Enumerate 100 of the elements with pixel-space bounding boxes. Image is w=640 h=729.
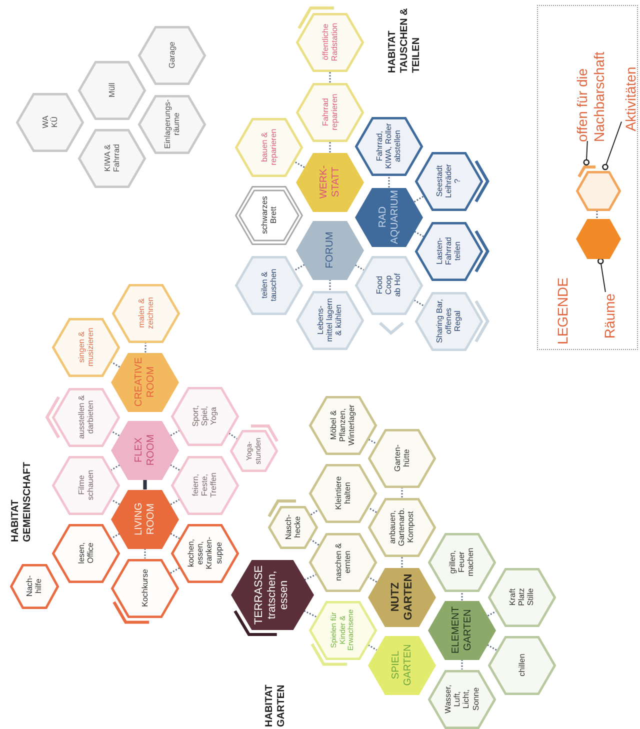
activity-hexagon bbox=[488, 568, 556, 626]
hexagon-label: lesen, Office bbox=[76, 541, 96, 566]
hexagon-label: Seestadt Leihräder ? bbox=[435, 163, 463, 200]
room-hexagon bbox=[576, 219, 620, 259]
hexagon-label: Lasten- Fahrrad teilen bbox=[435, 236, 463, 267]
hexagon-label: Garage bbox=[167, 42, 177, 68]
activity-hexagon bbox=[428, 532, 496, 592]
hexagon-label: CREATIVE ROOM bbox=[134, 356, 156, 409]
dotted-connector bbox=[310, 509, 319, 516]
activity-hexagon bbox=[309, 600, 377, 660]
dotted-connector bbox=[170, 532, 180, 540]
activity-hexagon bbox=[52, 318, 120, 376]
hexagon-label: WERK- STATT bbox=[318, 164, 342, 201]
dotted-connector bbox=[414, 196, 424, 202]
activity-hexagon bbox=[111, 558, 179, 618]
dotted-connector bbox=[110, 464, 120, 471]
activity-hexagon bbox=[309, 464, 377, 522]
dotted-connector bbox=[368, 438, 377, 444]
dotted-connector bbox=[368, 507, 377, 513]
thick-connector bbox=[143, 480, 147, 490]
room-hexagon bbox=[368, 636, 436, 694]
dotted-connector bbox=[368, 644, 378, 651]
dotted-connector bbox=[414, 300, 424, 306]
activity-hexagon bbox=[235, 118, 303, 176]
room-hexagon bbox=[111, 352, 179, 412]
dotted-connector bbox=[144, 342, 146, 353]
activity-hexagon bbox=[428, 670, 496, 728]
hexagon-label: teilen & tauschen bbox=[260, 268, 278, 304]
group-title: HABITAT GARTEN bbox=[264, 684, 288, 727]
dotted-connector bbox=[111, 430, 120, 436]
activity-hexagon bbox=[415, 152, 483, 210]
group-title: HABITAT GEMEINSCHAFT bbox=[10, 461, 34, 542]
activity-hexagon bbox=[368, 428, 436, 488]
dotted-connector bbox=[596, 210, 598, 218]
legend-panel bbox=[537, 5, 638, 350]
room-hexagon bbox=[296, 220, 364, 280]
activity-hexagon bbox=[309, 396, 377, 454]
hexagon-label: NUTZ GARTEN bbox=[389, 572, 415, 622]
dotted-connector bbox=[304, 574, 316, 581]
dotted-connector bbox=[401, 488, 403, 498]
hexagon-label: RAD AQUARIUM bbox=[378, 189, 400, 246]
activity-hexagon bbox=[415, 222, 483, 280]
hexagon-label: SPIEL GARTEN bbox=[390, 643, 414, 688]
hexagon-label: FLEX ROOM bbox=[134, 433, 156, 468]
hexagon-label: Müll bbox=[107, 82, 117, 98]
dotted-connector bbox=[170, 430, 180, 436]
dotted-connector bbox=[487, 610, 497, 616]
legend-label: offen für die Nachbarschaft bbox=[574, 32, 608, 142]
leader-line bbox=[602, 121, 622, 170]
dotted-connector bbox=[401, 556, 403, 568]
hexagon-label: ausstellen & darbieten bbox=[76, 395, 96, 439]
hexagon-label: tratschen, essen bbox=[266, 570, 291, 622]
hexagon-label: KIWA & Fahrrad bbox=[102, 143, 122, 174]
hexagon-label: Kochkurse bbox=[140, 569, 150, 607]
activity-hexagon bbox=[296, 12, 364, 72]
dotted-connector bbox=[388, 176, 390, 188]
activity-hexagon bbox=[171, 524, 239, 582]
dotted-connector bbox=[487, 644, 497, 651]
hexagon-label: feiern, Feste, Treffen bbox=[191, 472, 219, 500]
dotted-connector bbox=[170, 464, 180, 471]
hexagon-label: schwarzes Brett bbox=[260, 195, 278, 236]
dotted-connector bbox=[329, 72, 331, 82]
hexagon-label: chillen bbox=[517, 654, 527, 676]
hexagon-label: Fahrrad, KIWA, Roller abstellen bbox=[375, 122, 403, 171]
hexagon-label: Kleintiere halten bbox=[334, 475, 352, 512]
hexagon-label: Lebens- mittel lagern & kühlen bbox=[316, 297, 344, 344]
activity-hexagon bbox=[52, 524, 120, 582]
hexagon-label: kochen, essen, Kranken- suppe bbox=[186, 536, 224, 570]
dotted-connector bbox=[144, 548, 146, 558]
room-hexagon bbox=[296, 152, 364, 212]
activity-hexagon bbox=[268, 506, 318, 548]
dotted-connector bbox=[228, 432, 238, 440]
activity-hexagon bbox=[296, 290, 364, 350]
activity-hexagon bbox=[415, 292, 483, 350]
hexagon-label: bauen & reparieren bbox=[260, 128, 278, 168]
dotted-connector bbox=[461, 592, 463, 600]
activity-hexagon bbox=[235, 256, 303, 314]
area-hexagon bbox=[138, 94, 206, 154]
activity-hexagon bbox=[309, 532, 377, 592]
hexagon-label: malen & zeichnen bbox=[136, 296, 156, 332]
room-hexagon bbox=[111, 490, 179, 548]
area-hexagon bbox=[138, 26, 206, 84]
room-hexagon bbox=[230, 560, 314, 630]
dotted-connector bbox=[310, 538, 320, 546]
activity-hexagon bbox=[296, 82, 364, 142]
area-hexagon bbox=[78, 128, 146, 188]
legend-label: Räume bbox=[602, 293, 618, 339]
hexagon-label: WA KÜ bbox=[40, 114, 60, 130]
hexagon-label: FORUM bbox=[324, 232, 336, 268]
room-hexagon bbox=[428, 600, 496, 660]
room-hexagon bbox=[355, 188, 423, 246]
hexagon-label: Filme schauen bbox=[76, 468, 96, 502]
hexagon-label: Fahrrad reparieren bbox=[320, 92, 340, 132]
dotted-connector bbox=[294, 264, 305, 271]
activity-hexagon bbox=[235, 186, 303, 244]
hexagon-label: Möbel & Pflanzen, Winterlager bbox=[329, 404, 357, 448]
hexagon-label: Sharing Bar, offenes Regal bbox=[435, 298, 463, 344]
hexagon-label: singen & musizieren bbox=[76, 326, 96, 368]
hexagon-label: Nasch- hecke bbox=[284, 514, 302, 540]
activity-hexagon bbox=[230, 430, 278, 472]
